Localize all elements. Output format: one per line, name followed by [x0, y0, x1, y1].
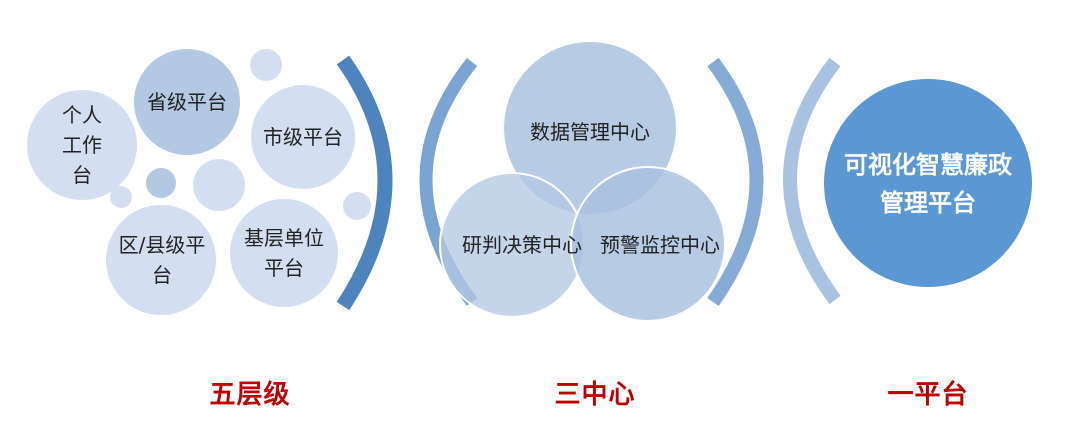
bubble-city	[251, 85, 355, 189]
bracket-left-4	[783, 57, 841, 305]
title-five-levels: 五层级	[209, 379, 291, 410]
bubble-small-right	[343, 192, 371, 220]
label-city: 市级平台	[263, 125, 343, 149]
label-grassroots: 基层单位 平台	[244, 226, 324, 280]
bracket-right-1	[336, 55, 393, 311]
bracket-right-3	[707, 57, 764, 307]
three-centers-group	[439, 42, 726, 322]
five-levels-group	[27, 49, 371, 315]
label-province: 省级平台	[147, 90, 227, 114]
bubble-tiny-left	[110, 186, 132, 208]
label-data-center: 数据管理中心	[530, 120, 650, 144]
bubble-personal	[27, 90, 137, 200]
label-judgment-center: 研判决策中心	[462, 233, 582, 257]
title-three-centers: 三中心	[554, 379, 636, 410]
bubble-medium-mid	[193, 159, 245, 211]
label-district: 区/县级平 台	[118, 233, 206, 287]
label-platform: 可视化智慧廉政 管理平台	[844, 151, 1012, 217]
bubble-province	[134, 49, 240, 155]
title-one-platform: 一平台	[887, 379, 969, 410]
bubble-grassroots	[230, 199, 338, 307]
circle-warning-center	[570, 166, 726, 322]
bubble-small-mid	[146, 168, 176, 198]
bubble-district	[106, 205, 216, 315]
circle-platform	[824, 79, 1032, 287]
label-warning-center: 预警监控中心	[600, 233, 720, 257]
bubble-small-top	[250, 49, 282, 81]
label-personal: 个人 工作 台	[62, 103, 102, 187]
